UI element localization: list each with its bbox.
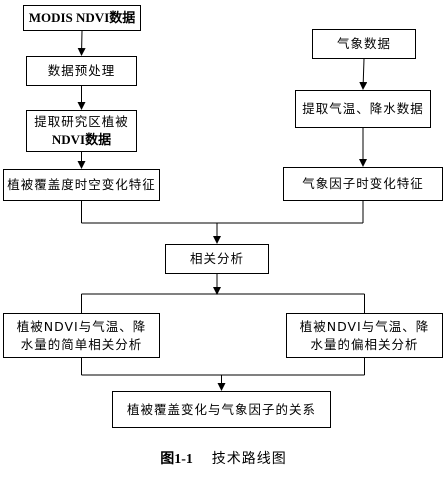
node-correlation: 相关分析: [165, 244, 269, 274]
node-label: 相关分析: [189, 251, 244, 266]
node-label: 提取研究区植被: [34, 114, 129, 129]
figure-number: 图1-1: [160, 452, 193, 467]
node-label: 气象因子时变化特征: [302, 176, 424, 191]
connector-arrow: [77, 30, 86, 56]
node-label: 提取气温、降水数据: [302, 101, 424, 116]
node-label: 水量的偏相关分析: [310, 336, 419, 352]
node-partial-corr: 植被NDVI与气温、降水量的偏相关分析: [286, 313, 443, 358]
node-preprocess: 数据预处理: [26, 56, 137, 86]
node-simple-corr: 植被NDVI与气温、降水量的简单相关分析: [3, 313, 160, 358]
node-climate-data: 气象数据: [312, 29, 416, 59]
node-label: 植被覆盖度时空变化特征: [7, 177, 156, 192]
node-label: MODIS NDVI数据: [28, 10, 136, 25]
node-label: NDVI数据: [51, 132, 112, 147]
node-label: 植被NDVI与气温、降: [299, 318, 430, 334]
node-veg-change: 植被覆盖度时空变化特征: [3, 169, 160, 201]
node-climate-change: 气象因子时变化特征: [283, 167, 443, 201]
figure-caption: 图1-1 技术路线图: [0, 448, 447, 468]
connector-arrow: [359, 58, 368, 90]
node-extract-climate: 提取气温、降水数据: [295, 90, 431, 128]
node-label: 植被NDVI与气温、降: [16, 318, 147, 334]
node-label: 气象数据: [336, 36, 391, 51]
node-extract-ndvi: 提取研究区植被 NDVI数据: [26, 110, 137, 152]
figure-title: 技术路线图: [211, 451, 287, 467]
node-label: 数据预处理: [47, 63, 116, 78]
node-relation: 植被覆盖变化与气象因子的关系: [112, 391, 331, 428]
node-label: 水量的简单相关分析: [20, 336, 143, 352]
node-label: 植被覆盖变化与气象因子的关系: [126, 401, 316, 417]
node-modis: MODIS NDVI数据: [23, 5, 141, 31]
